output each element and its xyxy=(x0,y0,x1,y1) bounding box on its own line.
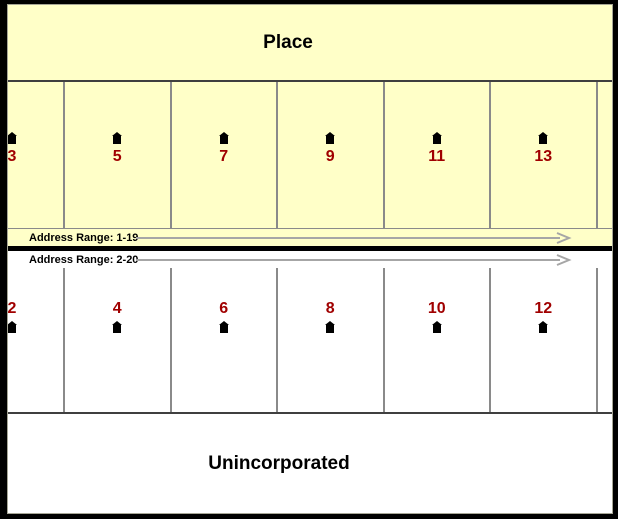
house-icon xyxy=(431,321,442,333)
unincorporated-band: Unincorporated xyxy=(8,414,612,513)
lot-content: 13 xyxy=(491,82,596,228)
house-icon xyxy=(538,321,549,333)
parcel-lot: 4 xyxy=(65,268,172,412)
parcel-lot: 13 xyxy=(491,82,598,228)
house-icon xyxy=(325,132,336,144)
parcel-lot: 11 xyxy=(385,82,491,228)
house-number: 7 xyxy=(219,148,229,165)
house-number: 4 xyxy=(112,300,122,317)
house-icon xyxy=(218,132,229,144)
right-arrow-icon xyxy=(136,253,572,266)
house-icon xyxy=(431,132,442,144)
address-range-label: Address Range: 2-20 xyxy=(29,253,139,266)
lot-content: 9 xyxy=(278,82,383,228)
house-icon xyxy=(218,321,229,333)
lot-content: 6 xyxy=(172,268,277,412)
parcel-lot-partial xyxy=(598,82,613,228)
parcel-lot: 3 xyxy=(8,82,65,228)
lot-content: 12 xyxy=(491,268,596,412)
parcel-lot: 7 xyxy=(172,82,278,228)
house-icon xyxy=(325,321,336,333)
house-icon xyxy=(538,132,549,144)
house-number: 6 xyxy=(219,300,229,317)
right-arrow-icon xyxy=(136,231,572,244)
lot-content: 7 xyxy=(172,82,277,228)
lot-content: 5 xyxy=(65,82,170,228)
parcel-lot: 12 xyxy=(491,268,598,412)
parcel-lot: 10 xyxy=(385,268,491,412)
house-icon xyxy=(112,321,123,333)
parcel-lot: 9 xyxy=(278,82,385,228)
unincorporated-title: Unincorporated xyxy=(208,452,350,474)
house-number: 13 xyxy=(534,148,553,165)
place-band: Place xyxy=(8,5,612,82)
house-number: 3 xyxy=(8,148,17,165)
house-number: 10 xyxy=(427,300,446,317)
place-title: Place xyxy=(263,31,313,53)
house-number: 11 xyxy=(428,148,446,165)
parcel-lot: 6 xyxy=(172,268,278,412)
house-number: 5 xyxy=(112,148,122,165)
lot-content: 8 xyxy=(278,268,383,412)
parcel-lot: 8 xyxy=(278,268,385,412)
parcel-lot: 2 xyxy=(8,268,65,412)
house-icon xyxy=(8,132,17,144)
house-number: 12 xyxy=(534,300,553,317)
address-range-label: Address Range: 1-19 xyxy=(29,231,139,244)
diagram-content: Place 3 5 7 xyxy=(7,4,613,514)
street-boundary-line xyxy=(8,246,612,251)
lot-content: 10 xyxy=(385,268,490,412)
upper-parcel-row: 3 5 7 9 xyxy=(8,82,612,229)
lot-content: 3 xyxy=(8,82,65,228)
lot-content: 2 xyxy=(8,268,65,412)
address-range-strip-odd: Address Range: 1-19 xyxy=(8,229,612,246)
house-icon xyxy=(8,321,17,333)
house-number: 8 xyxy=(325,300,335,317)
house-number: 9 xyxy=(325,148,335,165)
lot-content: 11 xyxy=(385,82,490,228)
house-number: 2 xyxy=(8,300,17,317)
lot-content: 4 xyxy=(65,268,170,412)
parcel-lot-partial xyxy=(598,268,613,412)
lower-parcel-row: 2 4 6 8 xyxy=(8,268,612,414)
parcel-lot: 5 xyxy=(65,82,172,228)
house-icon xyxy=(112,132,123,144)
address-range-strip-even: Address Range: 2-20 xyxy=(8,251,612,268)
